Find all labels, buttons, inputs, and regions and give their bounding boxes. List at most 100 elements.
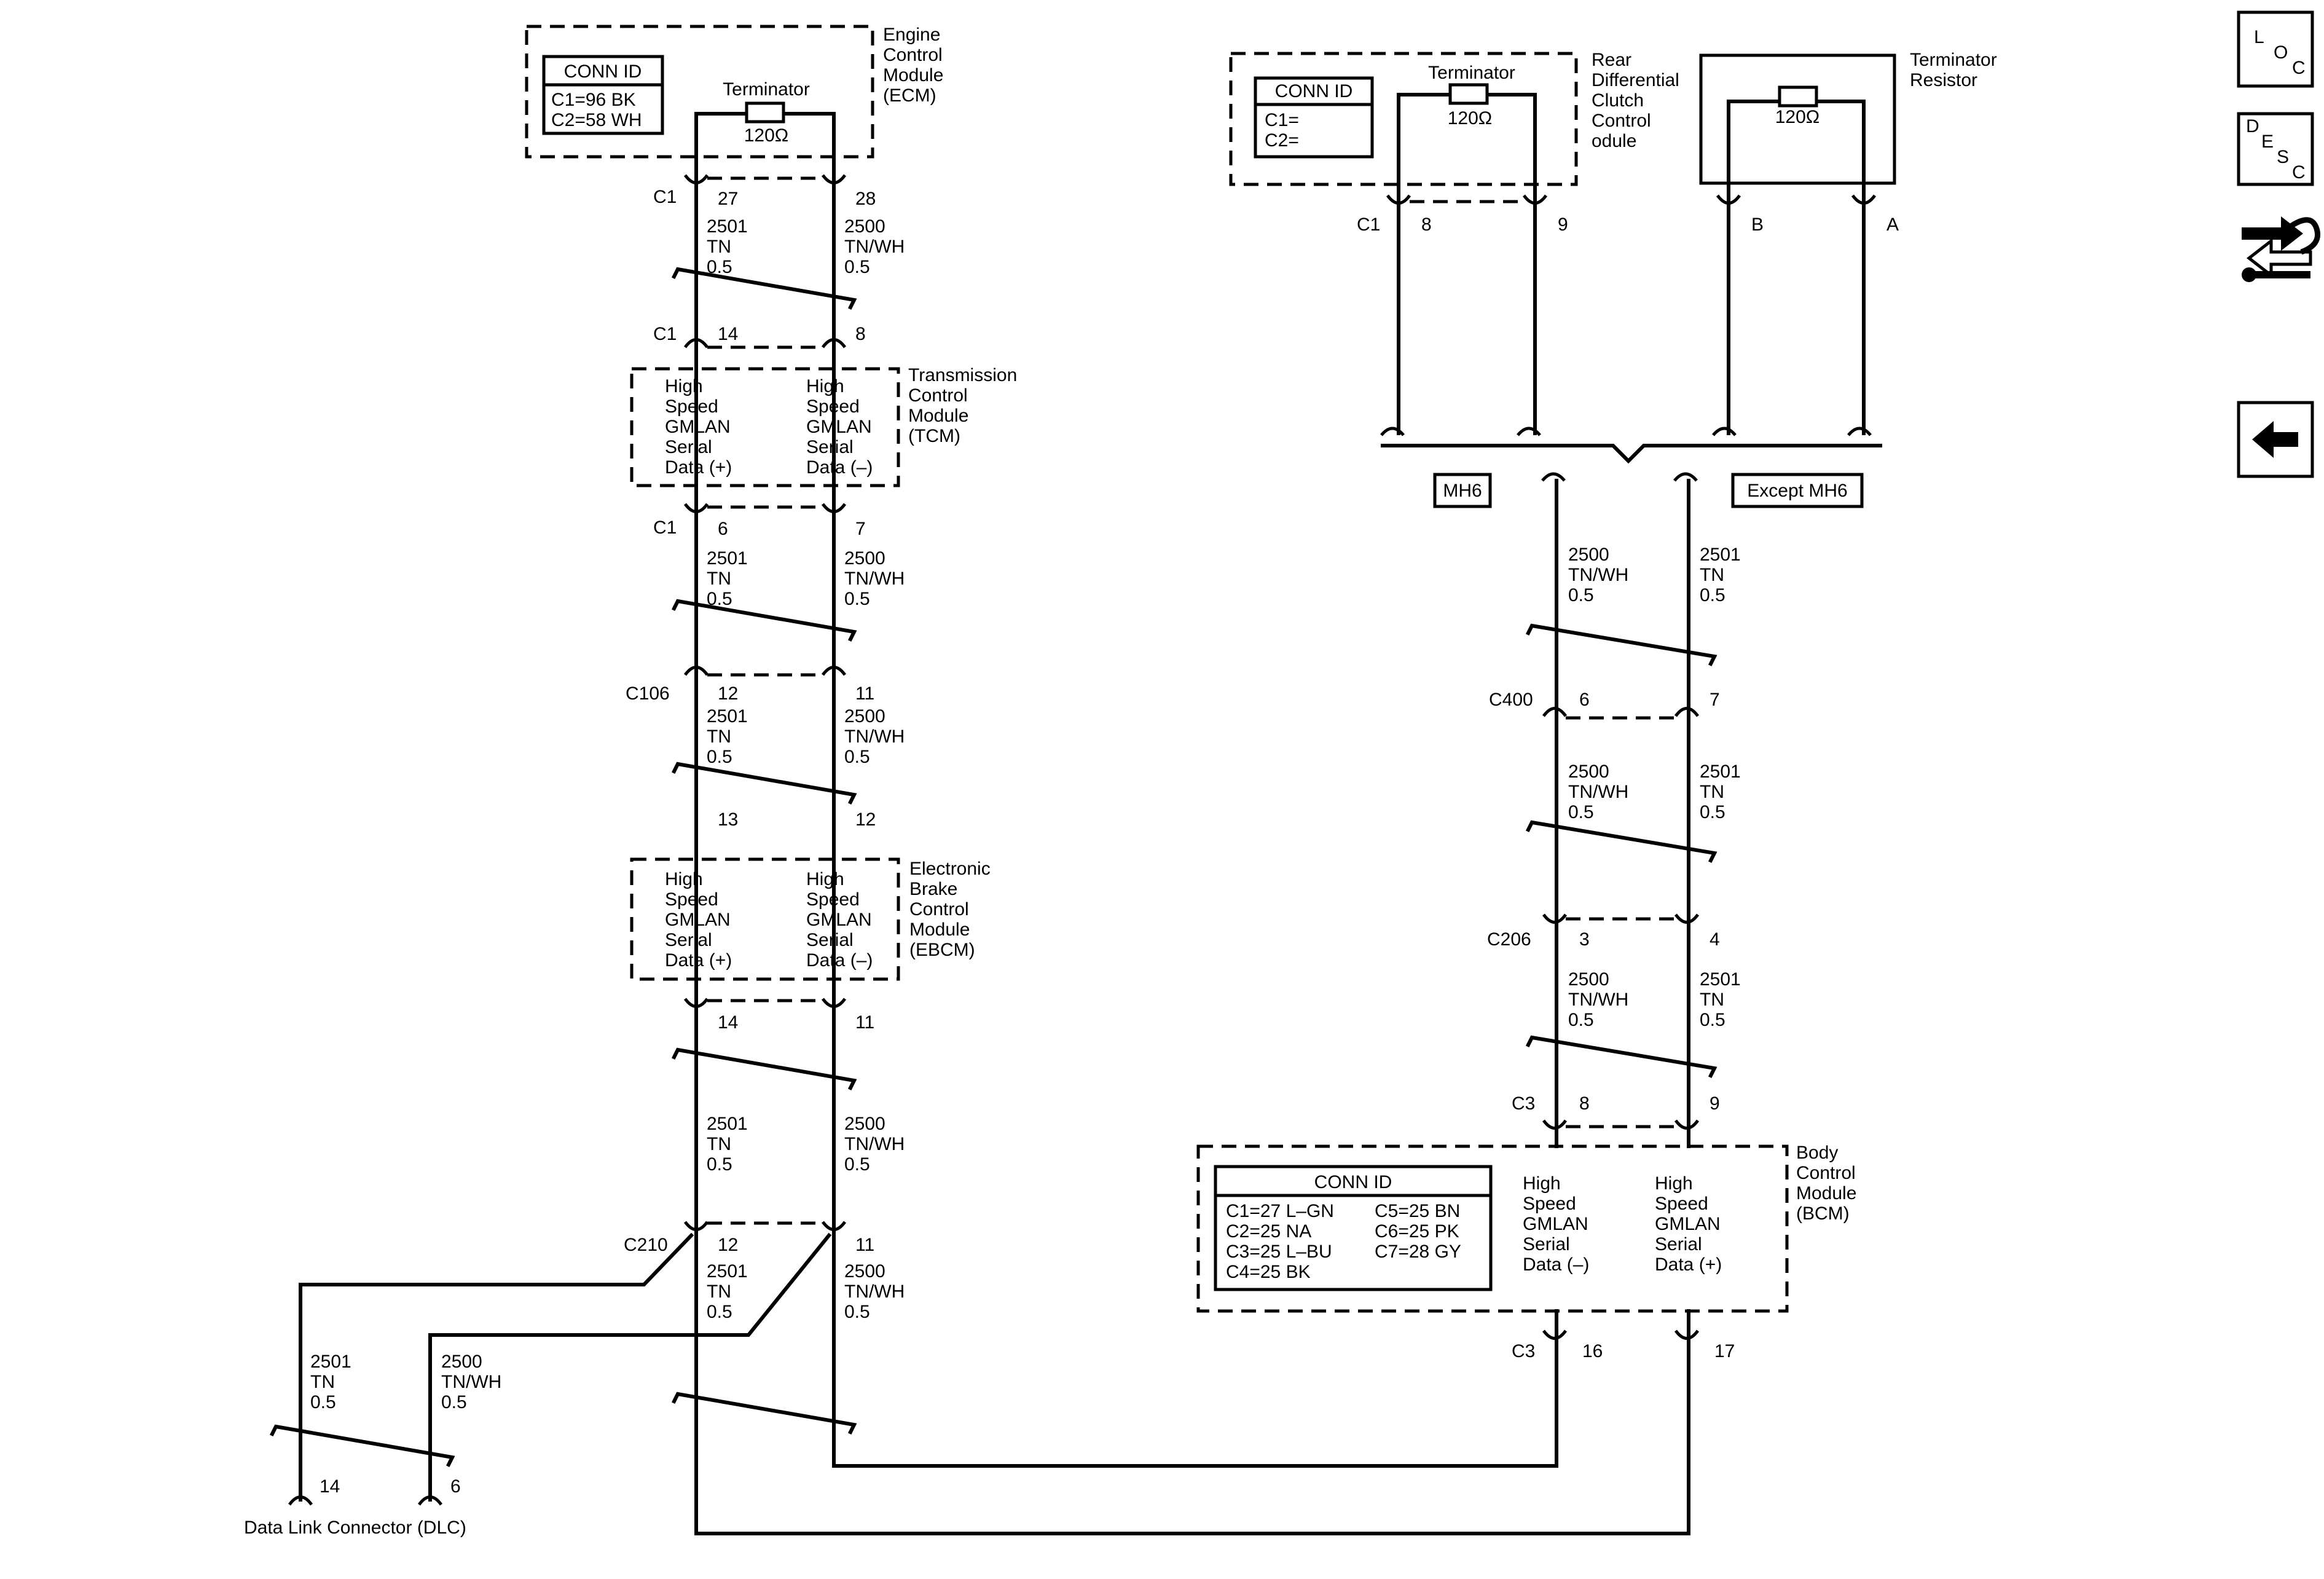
bcm-conn-id-title: CONN ID — [1314, 1172, 1392, 1192]
option-except-mh6: Except MH6 — [1747, 481, 1847, 501]
nav-loc-letter: C — [2292, 58, 2306, 78]
pin-letter: A — [1886, 215, 1899, 235]
bottom-return-wires — [694, 1329, 1690, 1535]
wire-circuit: 2501 — [707, 1261, 748, 1282]
wire-color: TN — [707, 237, 731, 257]
pin-number: 12 — [718, 683, 738, 704]
bcm-conn-line: C2=25 NA — [1226, 1221, 1311, 1242]
repair-swap-icon[interactable] — [2242, 216, 2320, 282]
option-except-mh6-box — [1731, 473, 1864, 508]
wire-size: 0.5 — [707, 747, 732, 767]
wire-circuit: 2500 — [844, 548, 885, 569]
pin-number: 9 — [1558, 215, 1568, 235]
ebcm-name: Electronic — [909, 859, 991, 879]
bcm-conn-line: C5=25 BN — [1375, 1201, 1460, 1221]
ebcm-right-label: Data (–) — [806, 950, 873, 971]
pin-number: 28 — [855, 189, 876, 209]
pin-number: 8 — [855, 324, 866, 344]
option-mh6: MH6 — [1443, 481, 1482, 501]
pin-number: 12 — [718, 1235, 738, 1255]
wire-circuit: 2500 — [1568, 545, 1609, 565]
rdccm-conn-id-title: CONN ID — [1275, 81, 1353, 101]
ebcm-right-label: GMLAN — [806, 910, 872, 930]
wire-color: TN/WH — [844, 1282, 905, 1302]
nav-desc-letter: E — [2261, 132, 2274, 152]
ebcm-name: Control — [909, 899, 969, 919]
tcm-name: Control — [908, 385, 968, 406]
ecm-conn-line: C1=96 BK — [551, 90, 636, 110]
pin-number: 14 — [718, 324, 738, 344]
ebcm-left-label: Data (+) — [665, 950, 732, 971]
ecm-name: Control — [883, 45, 943, 65]
wire-circuit: 2500 — [1568, 762, 1609, 782]
wire-size: 0.5 — [707, 1302, 732, 1322]
bcm-name: Control — [1796, 1163, 1856, 1183]
tcm-name: Module — [908, 406, 968, 426]
tcm-right-label: High — [806, 376, 844, 396]
left-wire-labels: 2501 TN 0.5 2500 TN/WH 0.5 2501 TN 0.5 2… — [310, 216, 905, 1412]
nav-loc-button[interactable]: L O C — [2237, 10, 2314, 88]
connector-id: C3 — [1512, 1341, 1535, 1361]
bcm-right-label: Serial — [1655, 1234, 1702, 1254]
rdccm-name: Rear — [1592, 50, 1631, 70]
option-brace — [1381, 444, 1882, 464]
ecm-name: Module — [883, 65, 943, 85]
dlc-label: Data Link Connector (DLC) — [244, 1518, 466, 1538]
bcm-conn-line: C3=25 L–BU — [1226, 1242, 1332, 1262]
wire-circuit: 2500 — [844, 216, 885, 237]
connector-id: C400 — [1489, 690, 1533, 710]
wire-color: TN/WH — [844, 569, 905, 589]
connector-id: C106 — [626, 683, 670, 704]
ebcm-module: High Speed GMLAN Serial Data (+) High Sp… — [630, 857, 991, 981]
wire-circuit: 2501 — [707, 1114, 748, 1134]
pin-number: 6 — [450, 1476, 461, 1497]
rdccm-terminator-label: Terminator — [1428, 63, 1515, 83]
back-arrow-button[interactable] — [2237, 401, 2314, 478]
wire-color: TN — [1700, 990, 1724, 1010]
wire-circuit: 2501 — [310, 1352, 351, 1372]
pin-letter: B — [1751, 215, 1764, 235]
pin-number: 6 — [1579, 690, 1590, 710]
connector-labels: C1 27 28 C1 14 8 C1 6 7 C106 12 11 13 12… — [320, 187, 1899, 1497]
wire-circuit: 2501 — [707, 706, 748, 726]
right-upper-wires — [1397, 181, 1866, 435]
pin-number: 6 — [718, 519, 728, 539]
ecm-module: CONN ID C1=96 BK C2=58 WH Engine Control… — [525, 25, 943, 159]
bcm-name: (BCM) — [1796, 1203, 1850, 1224]
pin-number: 14 — [718, 1012, 738, 1033]
ebcm-name: (EBCM) — [909, 940, 975, 960]
pin-number: 8 — [1579, 1093, 1590, 1114]
rdccm-name: Control — [1592, 111, 1651, 131]
bcm-left-label: High — [1523, 1173, 1561, 1194]
bcm-conn-line: C4=25 BK — [1226, 1262, 1311, 1282]
wire-color: TN/WH — [844, 726, 905, 747]
right-wire-labels: 2500 TN/WH 0.5 2501 TN 0.5 2500 TN/WH 0.… — [1568, 545, 1741, 1030]
bcm-conn-line: C7=28 GY — [1375, 1242, 1461, 1262]
wire-color: TN/WH — [844, 237, 905, 257]
connector-id: C1 — [1357, 215, 1380, 235]
wire-circuit: 2501 — [1700, 969, 1741, 990]
wire-color: TN — [1700, 565, 1724, 585]
wire-size: 0.5 — [844, 589, 870, 609]
wire-size: 0.5 — [1568, 1010, 1594, 1030]
wire-size: 0.5 — [1568, 802, 1594, 822]
pin-number: 12 — [855, 809, 876, 830]
wire-circuit: 2501 — [1700, 545, 1741, 565]
ecm-resistor-value: 120Ω — [744, 125, 788, 146]
terminator-resistor: 120Ω Terminator Resistor — [1699, 50, 1997, 185]
bcm-stub-wires — [1555, 1309, 1690, 1333]
wire-circuit: 2501 — [707, 548, 748, 569]
tcm-module: High Speed GMLAN Serial Data (+) High Sp… — [630, 365, 1017, 487]
ebcm-right-label: Speed — [806, 889, 860, 910]
pin-number: 11 — [855, 683, 874, 704]
pin-number: 8 — [1421, 215, 1432, 235]
tcm-left-label: Data (+) — [665, 457, 732, 478]
rdccm-name: Clutch — [1592, 90, 1644, 111]
nav-desc-button[interactable]: D E S C — [2237, 112, 2314, 186]
wire-circuit: 2501 — [707, 216, 748, 237]
wire-color: TN/WH — [1568, 782, 1628, 802]
connector-id: C206 — [1487, 929, 1531, 950]
wire-circuit: 2500 — [844, 1261, 885, 1282]
rdccm-conn-line: C2= — [1265, 130, 1299, 151]
ecm-conn-id-title: CONN ID — [564, 61, 642, 82]
